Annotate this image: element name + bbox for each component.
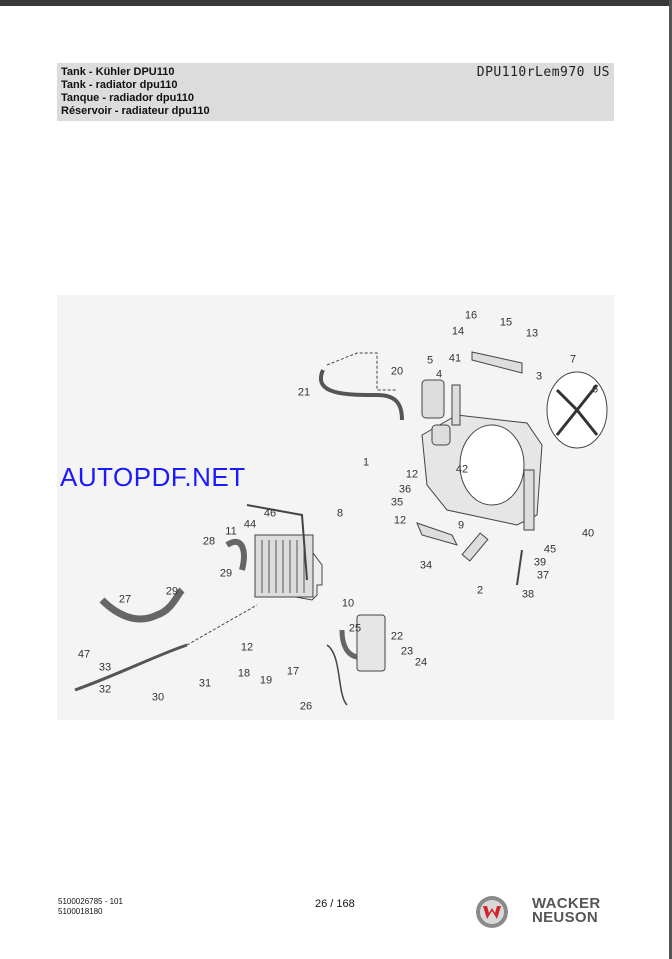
bracket-13 — [471, 351, 523, 374]
callout: 28 — [202, 535, 216, 548]
parts-drawing — [74, 351, 608, 706]
brand-name: WACKER NEUSON — [532, 895, 601, 926]
callout: 33 — [98, 661, 112, 674]
filler-neck — [431, 424, 451, 446]
callout: 5 — [426, 354, 434, 367]
callout: 18 — [237, 667, 251, 680]
title-es: Tanque - radiador dpu110 — [61, 92, 195, 104]
callout: 3 — [535, 370, 543, 383]
wacker-neuson-logo-icon — [476, 896, 508, 928]
hose-25 — [339, 629, 358, 660]
callout: 25 — [348, 622, 362, 635]
part-2 — [461, 532, 489, 562]
title-de: Tank - Kühler DPU110 — [61, 66, 175, 78]
callout: 9 — [457, 519, 465, 532]
pump-4 — [421, 379, 445, 419]
callout: 47 — [77, 648, 91, 661]
callout: 30 — [151, 691, 165, 704]
callout: 32 — [98, 683, 112, 696]
callout: 31 — [198, 677, 212, 690]
callout: 12 — [240, 641, 254, 654]
callout: 16 — [464, 309, 478, 322]
callout: 12 — [405, 468, 419, 481]
callout: 39 — [533, 556, 547, 569]
callout: 46 — [263, 507, 277, 520]
hose-21 — [319, 369, 404, 421]
callout: 24 — [414, 656, 428, 669]
brand-line-1: WACKER — [532, 895, 601, 912]
callout: 14 — [451, 325, 465, 338]
watermark: AUTOPDF.NET — [60, 462, 246, 492]
callout: 44 — [243, 518, 257, 531]
callout: 41 — [448, 352, 462, 365]
callout: 21 — [297, 386, 311, 399]
model-code: DPU110rLem970 US — [476, 65, 610, 80]
callout: 26 — [299, 700, 313, 713]
callout: 7 — [569, 353, 577, 366]
callout: 23 — [400, 645, 414, 658]
scrollbar[interactable] — [669, 0, 672, 959]
exploded-parts-diagram: 16 15 14 13 5 20 4 7 3 6 41 21 1 42 12 3… — [57, 295, 614, 720]
document-numbers: 5100026785 - 101 5100018180 — [58, 897, 123, 917]
window-top-bar — [0, 0, 672, 6]
callout: 34 — [419, 559, 433, 572]
part-40 — [523, 469, 535, 531]
leader-line — [326, 352, 397, 391]
callout: 29 — [219, 567, 233, 580]
callout: 40 — [581, 527, 595, 540]
callout: 20 — [390, 365, 404, 378]
brand-line-2: NEUSON — [532, 909, 598, 926]
callout: 17 — [286, 665, 300, 678]
page-header: Tank - Kühler DPU110 Tank - radiator dpu… — [57, 63, 614, 121]
leader-line — [186, 604, 258, 646]
callout: 36 — [398, 483, 412, 496]
title-fr: Réservoir - radiateur dpu110 — [61, 105, 210, 117]
callout: 27 — [118, 593, 132, 606]
doc-number-2: 5100018180 — [58, 907, 103, 916]
callout: 6 — [591, 383, 599, 396]
callout: 8 — [336, 507, 344, 520]
callout: 12 — [393, 514, 407, 527]
callout: 2 — [476, 584, 484, 597]
callout: 35 — [390, 496, 404, 509]
callout: 13 — [525, 327, 539, 340]
page-number: 26 / 168 — [315, 898, 355, 910]
callout: 29 — [165, 585, 179, 598]
cable-26 — [326, 644, 348, 706]
callout: 45 — [543, 543, 557, 556]
part-34 — [416, 522, 458, 546]
callout: 38 — [521, 588, 535, 601]
bolt-38 — [516, 549, 523, 586]
callout: 19 — [259, 674, 273, 687]
hose-27 — [99, 587, 185, 623]
callout: 22 — [390, 630, 404, 643]
callout: 10 — [341, 597, 355, 610]
callout: 1 — [362, 456, 370, 469]
callout: 4 — [435, 368, 443, 381]
callout: 37 — [536, 569, 550, 582]
part-41 — [451, 384, 461, 426]
title-en: Tank - radiator dpu110 — [61, 79, 178, 91]
callout: 15 — [499, 316, 513, 329]
seal-8 — [246, 504, 308, 581]
hose-28 — [225, 538, 247, 571]
shroud-opening — [459, 424, 525, 506]
callout: 11 — [225, 525, 237, 538]
expansion-tank-22 — [356, 614, 386, 672]
doc-number: 5100026785 - 101 — [58, 897, 123, 906]
line-30 — [74, 643, 188, 692]
callout: 42 — [455, 463, 469, 476]
fan-blades — [555, 384, 599, 436]
